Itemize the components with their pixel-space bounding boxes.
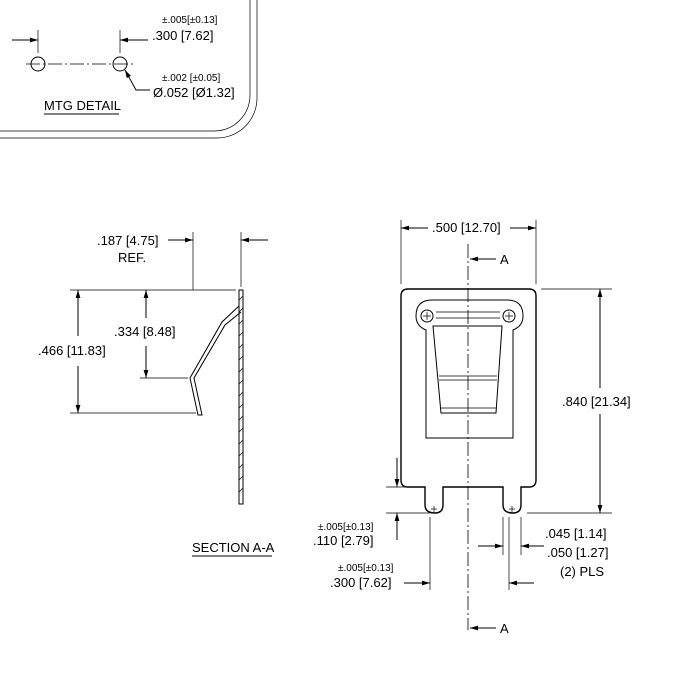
front-height-dimension: .840 [21.34] (562, 394, 631, 409)
section-bend-dimension: .334 [8.48] (114, 324, 175, 339)
spring-tongue (432, 325, 503, 414)
front-view: A A .500 [12.70] .840 [21.34] ±.005[±0.1… (313, 220, 631, 636)
mounting-hole-right (112, 56, 128, 72)
detail-border (0, 0, 258, 139)
pin-width-dimension-2: .050 [1.27] (547, 545, 608, 560)
section-depth-ref: REF. (118, 250, 146, 265)
mtg-detail: ±.005[±0.13] .300 [7.62] ±.002 [±0.05] Ø… (0, 0, 258, 139)
front-width-dimension: .500 [12.70] (432, 220, 501, 235)
section-depth-dimension: .187 [4.75] (97, 233, 158, 248)
face-hole-left (420, 309, 434, 323)
section-marker-bottom: A (500, 621, 509, 636)
section-height-dimension: .466 [11.83] (38, 343, 106, 358)
section-a-a-view: .187 [4.75] REF. .466 [11.83] .334 [8.48… (38, 232, 275, 557)
pin-spacing-tolerance: ±.005[±0.13] (338, 563, 394, 574)
pin-spacing-dimension: .300 [7.62] (330, 575, 391, 590)
section-marker-top: A (500, 252, 509, 267)
mtg-detail-title: MTG DETAIL (44, 98, 121, 113)
mtg-spacing-dimension: .300 [7.62] (152, 28, 213, 43)
pin-width-dimension-1: .045 [1.14] (545, 526, 606, 541)
hole-dia-tolerance: ±.002 [±0.05] (162, 73, 220, 84)
section-plate (238, 289, 244, 505)
section-spring-finger (189, 305, 242, 416)
contact-body-outline (400, 288, 537, 514)
pin-quantity-note: (2) PLS (560, 564, 604, 579)
section-title: SECTION A-A (192, 540, 275, 555)
pin-length-dimension: .110 [2.79] (313, 533, 373, 548)
spring-cutout (415, 299, 524, 439)
mounting-hole-left (30, 56, 46, 72)
face-hole-right (502, 309, 516, 323)
mtg-spacing-tolerance: ±.005[±0.13] (162, 15, 218, 26)
hole-dia-dimension: Ø.052 [Ø1.32] (153, 85, 235, 100)
pin-length-tolerance: ±.005[±0.13] (318, 522, 374, 533)
detail-border-inner (0, 0, 251, 132)
